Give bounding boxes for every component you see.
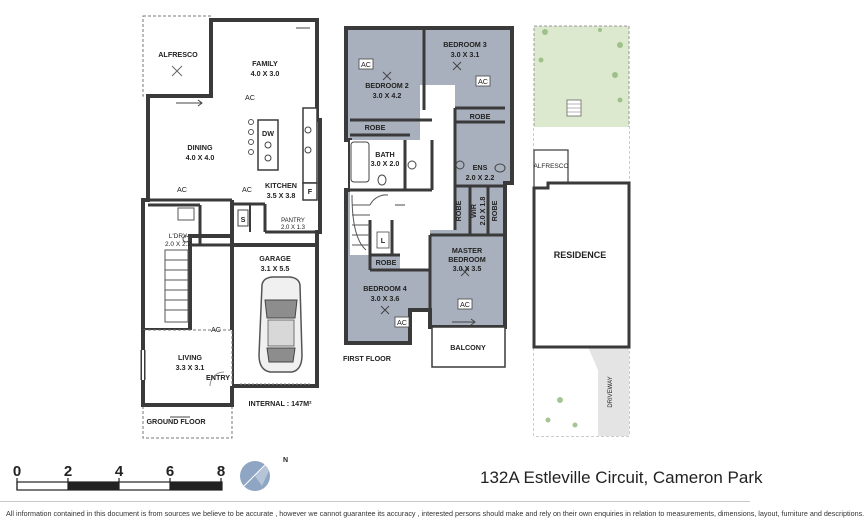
kitchen-label: KITCHEN: [265, 181, 297, 190]
fridge-label: F: [308, 187, 313, 196]
site-plan: [532, 25, 631, 437]
wir-label: WIR: [469, 203, 478, 218]
dishwasher-label: DW: [262, 129, 274, 138]
garage-dims: 3.1 X 5.5: [261, 264, 290, 273]
master-label-line2: BEDROOM: [448, 255, 486, 264]
entry-label: ENTRY: [206, 373, 230, 382]
site-alfresco-label: ALFRESCO: [533, 163, 568, 170]
robe-master-right-label: ROBE: [490, 200, 499, 221]
ground-floor-label: GROUND FLOOR: [146, 417, 206, 426]
laundry-label: L'DRY: [169, 233, 188, 240]
kitchen-bench: [302, 107, 318, 184]
bath-label: BATH: [375, 150, 394, 159]
dining-label: DINING: [187, 143, 213, 152]
scale-bar: [16, 478, 223, 491]
bedroom4-dims: 3.0 X 3.6: [371, 294, 400, 303]
ens-label: ENS: [473, 163, 488, 172]
ac-kitchen: AC: [242, 185, 252, 194]
ac-family: AC: [245, 93, 255, 102]
driveway-area: [585, 340, 629, 436]
alfresco-label: ALFRESCO: [158, 50, 198, 59]
ground-floor-plan: [140, 15, 322, 439]
property-address: 132A Estleville Circuit, Cameron Park: [480, 468, 763, 487]
scale-tick-6: 6: [166, 463, 174, 480]
residence-label: RESIDENCE: [554, 250, 607, 260]
family-dims: 4.0 X 3.0: [251, 69, 280, 78]
entry-porch: [142, 329, 233, 439]
compass-icon: [240, 455, 276, 491]
pantry-dims: 2.0 X 1.3: [281, 225, 306, 231]
ac-living: AC: [211, 325, 221, 334]
pantry-label: PANTRY: [281, 218, 305, 224]
first-stairs: [351, 194, 389, 251]
ac-bedroom3: AC: [478, 77, 488, 86]
scale-tick-0: 0: [13, 463, 21, 480]
dining-dims: 4.0 X 4.0: [186, 153, 215, 162]
living-label: LIVING: [178, 353, 202, 362]
kitchen-dims: 3.5 X 3.8: [267, 191, 296, 200]
linen-label: L: [381, 236, 386, 245]
ens-dims: 2.0 X 2.2: [466, 173, 495, 182]
scale-tick-8: 8: [217, 463, 225, 480]
first-floor-label: FIRST FLOOR: [343, 354, 392, 363]
bedroom4-label: BEDROOM 4: [363, 284, 407, 293]
floor-plan: ALFRESCO FAMILY 4.0 X 3.0 DINING 4.0 X 4…: [13, 15, 631, 491]
bedroom3-dims: 3.0 X 3.1: [451, 50, 480, 59]
store-label: S: [241, 215, 246, 224]
car-icon: [258, 276, 303, 373]
balcony-label: BALCONY: [450, 343, 486, 352]
bedroom2-dims: 3.0 X 4.2: [373, 91, 402, 100]
site-residence: [532, 181, 631, 349]
bedroom3-label: BEDROOM 3: [443, 40, 487, 49]
family-label: FAMILY: [252, 59, 278, 68]
kitchen-island: [257, 119, 279, 171]
bath-dims: 3.0 X 2.0: [371, 159, 400, 168]
first-floor-plan: [344, 26, 514, 368]
robe-master-left-label: ROBE: [454, 200, 463, 221]
master-label-line1: MASTER: [452, 246, 483, 255]
compass-north-label: N: [283, 457, 288, 464]
scale-tick-2: 2: [64, 463, 72, 480]
ground-stairs: [164, 249, 189, 323]
disclaimer-text: All information contained in this docume…: [6, 509, 864, 518]
robe-bed4-label: ROBE: [376, 258, 397, 267]
robe-bed3-label: ROBE: [470, 112, 491, 121]
ac-dining: AC: [177, 185, 187, 194]
master-dims: 3.0 X 3.5: [453, 264, 482, 273]
scale-tick-4: 4: [115, 463, 124, 480]
alfresco-area: [142, 15, 212, 97]
ac-master: AC: [460, 300, 470, 309]
bedroom2-label: BEDROOM 2: [365, 81, 409, 90]
ac-bedroom2: AC: [361, 60, 371, 69]
bathtub-icon: [350, 141, 370, 183]
ac-bedroom4: AC: [397, 318, 407, 327]
laundry-dims: 2.0 X 2.2: [165, 241, 191, 248]
internal-area: INTERNAL : 147M²: [249, 399, 313, 408]
driveway-label: DRIVEWAY: [608, 376, 614, 407]
garage-label: GARAGE: [259, 254, 291, 263]
living-dims: 3.3 X 3.1: [176, 363, 205, 372]
divider: [0, 501, 750, 502]
balcony-area: [431, 326, 506, 368]
wir-dims: 2.0 X 1.8: [478, 197, 487, 226]
robe-bed2-label: ROBE: [365, 123, 386, 132]
